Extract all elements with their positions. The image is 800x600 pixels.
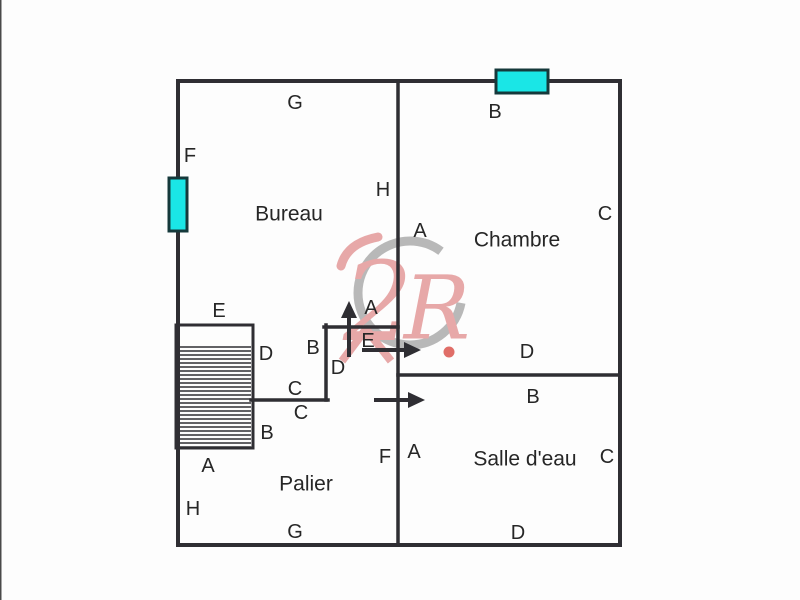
wall-label-d-11: D (259, 343, 273, 365)
arrow-door-salledeau-icon (374, 392, 425, 408)
wall-label-b-14: B (526, 386, 539, 408)
wall-label-f-2: F (184, 145, 196, 167)
watermark-arc-icon (336, 232, 383, 271)
room-label-palier: Palier (279, 473, 333, 496)
wall-label-d-23: D (511, 522, 525, 544)
arrow-door-salledeau-head (408, 392, 425, 408)
room-label-salle-deau: Salle d'eau (473, 448, 576, 471)
watermark-glyph-r: R (402, 257, 470, 360)
arrow-door-chambre-icon (362, 342, 421, 358)
wall-label-c-15: C (294, 402, 308, 424)
wall-label-g-22: G (287, 521, 303, 543)
wall-label-d-12: D (331, 357, 345, 379)
arrow-entry-up-head (341, 301, 357, 318)
wall-label-a-5: A (413, 220, 427, 242)
wall-label-h-3: H (376, 179, 390, 201)
wall-label-e-8: E (361, 330, 374, 352)
wall-label-a-20: A (201, 455, 215, 477)
wall-label-c-13: C (288, 378, 302, 400)
wall-label-e-7: E (212, 300, 225, 322)
watermark-dot-icon (443, 346, 455, 358)
arrow-entry-up-icon (341, 301, 357, 357)
wall-label-g-0: G (287, 92, 303, 114)
room-label-bureau: Bureau (255, 203, 323, 226)
wall-label-c-19: C (600, 446, 614, 468)
wall-label-b-9: B (306, 337, 319, 359)
wall-label-b-1: B (488, 101, 501, 123)
wall-label-a-17: A (407, 441, 421, 463)
wall-label-d-10: D (520, 341, 534, 363)
wall-label-b-16: B (260, 422, 273, 444)
arrow-door-chambre-head (404, 342, 421, 358)
wall-label-c-4: C (598, 203, 612, 225)
wall-label-a-6: A (364, 297, 378, 319)
wall-label-f-18: F (379, 446, 391, 468)
image-left-edge-line (0, 0, 2, 600)
room-label-chambre: Chambre (474, 229, 560, 252)
window-top-icon (494, 68, 550, 95)
wall-label-h-21: H (186, 498, 200, 520)
window-left-icon (167, 176, 189, 233)
